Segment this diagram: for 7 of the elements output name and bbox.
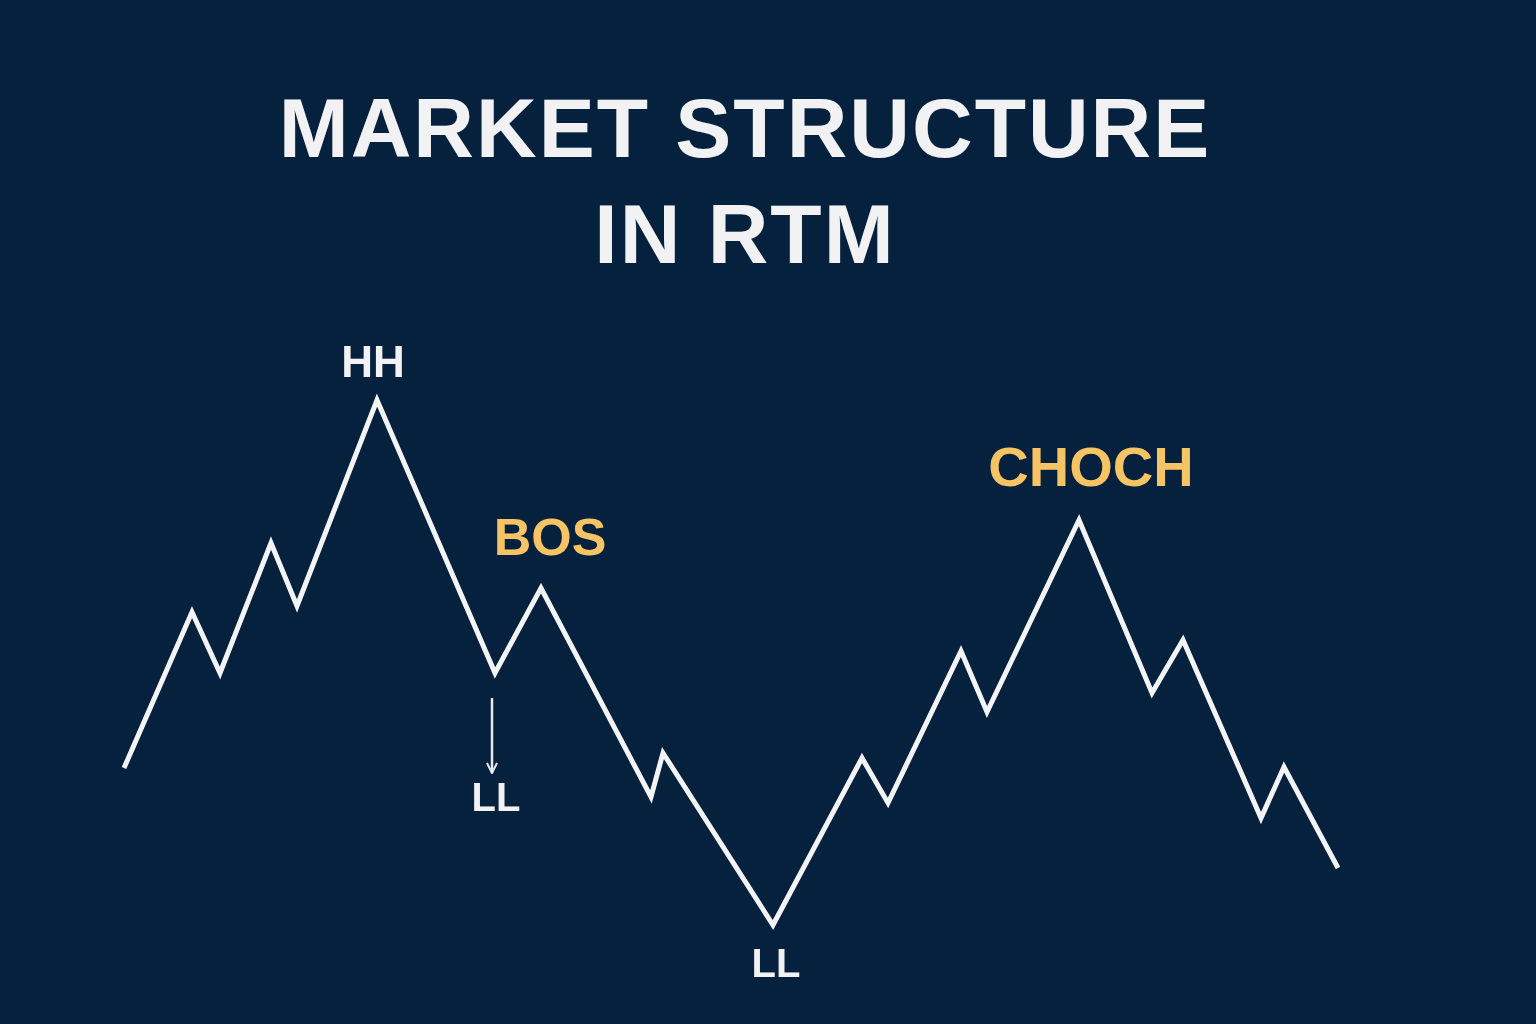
arrow xyxy=(486,698,498,774)
annotation-label: CHOCH xyxy=(988,439,1194,495)
title: MARKET STRUCTURE IN RTM xyxy=(277,80,1213,283)
swing-label: HH xyxy=(341,340,405,384)
swing-label: LL xyxy=(751,943,801,983)
swing-label: LL xyxy=(471,777,521,817)
annotation-label: BOS xyxy=(493,511,607,563)
